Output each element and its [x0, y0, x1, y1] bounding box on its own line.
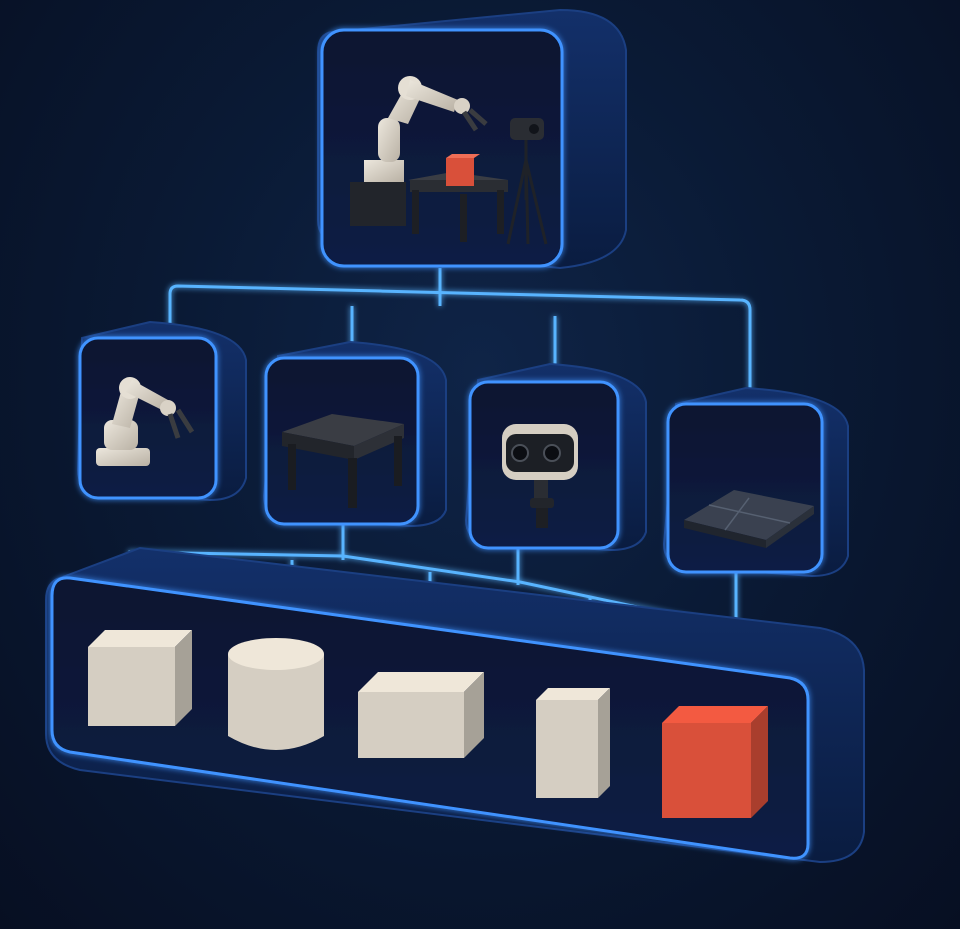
component-panel-floor-plate: [662, 386, 849, 578]
object-box-3: [358, 672, 484, 758]
object-prism-4: [536, 688, 610, 798]
component-panel-depth-camera: [464, 362, 647, 552]
table-icon: [282, 414, 404, 508]
objects-layer: [88, 630, 768, 818]
connector-top-bus: [168, 284, 752, 392]
component-panel-work-table: [262, 340, 447, 528]
object-cube-1: [88, 630, 192, 726]
floor-plate-icon: [684, 490, 814, 548]
root-panel: [317, 8, 627, 270]
object-cylinder-2: [228, 638, 324, 750]
root-work-table: [408, 154, 508, 242]
root-robot-arm: [350, 76, 488, 226]
component-panel-robot-arm: [76, 320, 247, 502]
robot-arm-icon: [96, 377, 195, 466]
object-cube-5: [662, 706, 768, 818]
depth-camera-icon: [502, 424, 578, 528]
root-camera-tripod: [506, 118, 548, 245]
